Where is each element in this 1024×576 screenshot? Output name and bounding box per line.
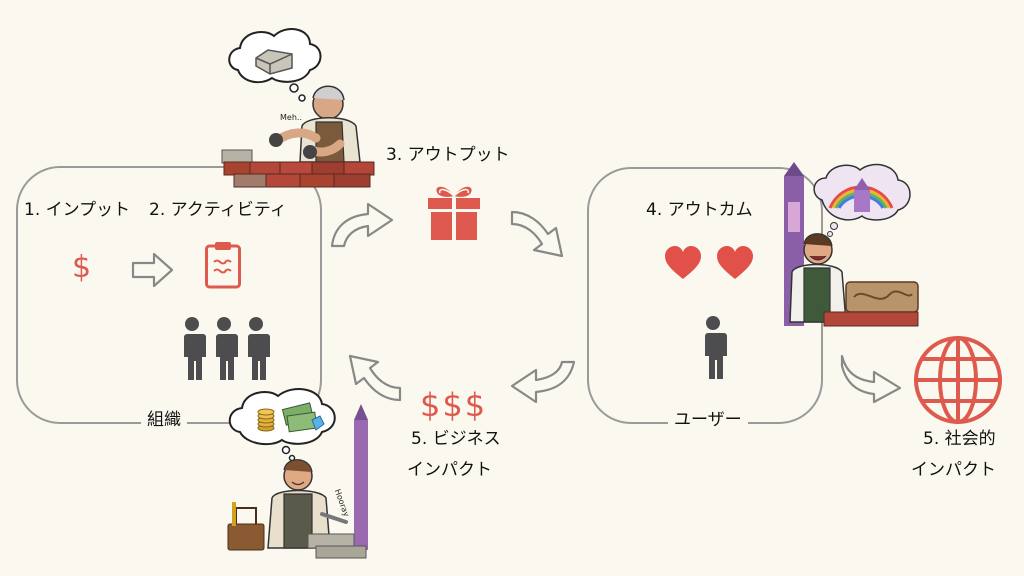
step-output-label: 3. アウトプット <box>386 145 510 165</box>
smiling-mason-illustration: Hooray <box>227 388 368 559</box>
meh-caption: Meh.. <box>280 113 302 122</box>
gift-icon <box>428 186 480 240</box>
happy-craftsman-illustration <box>784 162 919 327</box>
business-dollars-icon: $$$ <box>420 386 488 424</box>
people-icon <box>181 317 270 380</box>
hooray-caption: Hooray <box>333 488 351 518</box>
curved-arrow-icon <box>330 202 394 248</box>
social-impact-label-2: インパクト <box>911 460 996 480</box>
step-activity-label: 2. アクティビティ <box>149 200 287 220</box>
curved-arrow-icon <box>840 354 902 404</box>
heart-icon <box>665 246 701 279</box>
organization-label: 組織 <box>141 412 187 429</box>
right-arrow-icon <box>131 252 174 288</box>
dollar-icon: $ <box>72 250 92 285</box>
step-input-label: 1. インプット <box>24 200 131 220</box>
business-impact-label-2: インパクト <box>407 460 492 480</box>
globe-icon <box>914 336 1002 424</box>
curved-arrow-icon <box>348 354 402 402</box>
step-outcome-label: 4. アウトカム <box>646 200 753 220</box>
sad-bricklayer-illustration: Meh.. <box>221 28 375 188</box>
person-icon <box>702 316 727 379</box>
curved-arrow-icon <box>510 360 576 404</box>
user-label: ユーザー <box>668 412 748 429</box>
business-impact-label-1: 5. ビジネス <box>411 429 501 449</box>
heart-icon <box>717 246 753 279</box>
clipboard-icon <box>205 242 241 289</box>
social-impact-label-1: 5. 社会的 <box>923 429 996 449</box>
curved-arrow-icon <box>510 210 564 258</box>
